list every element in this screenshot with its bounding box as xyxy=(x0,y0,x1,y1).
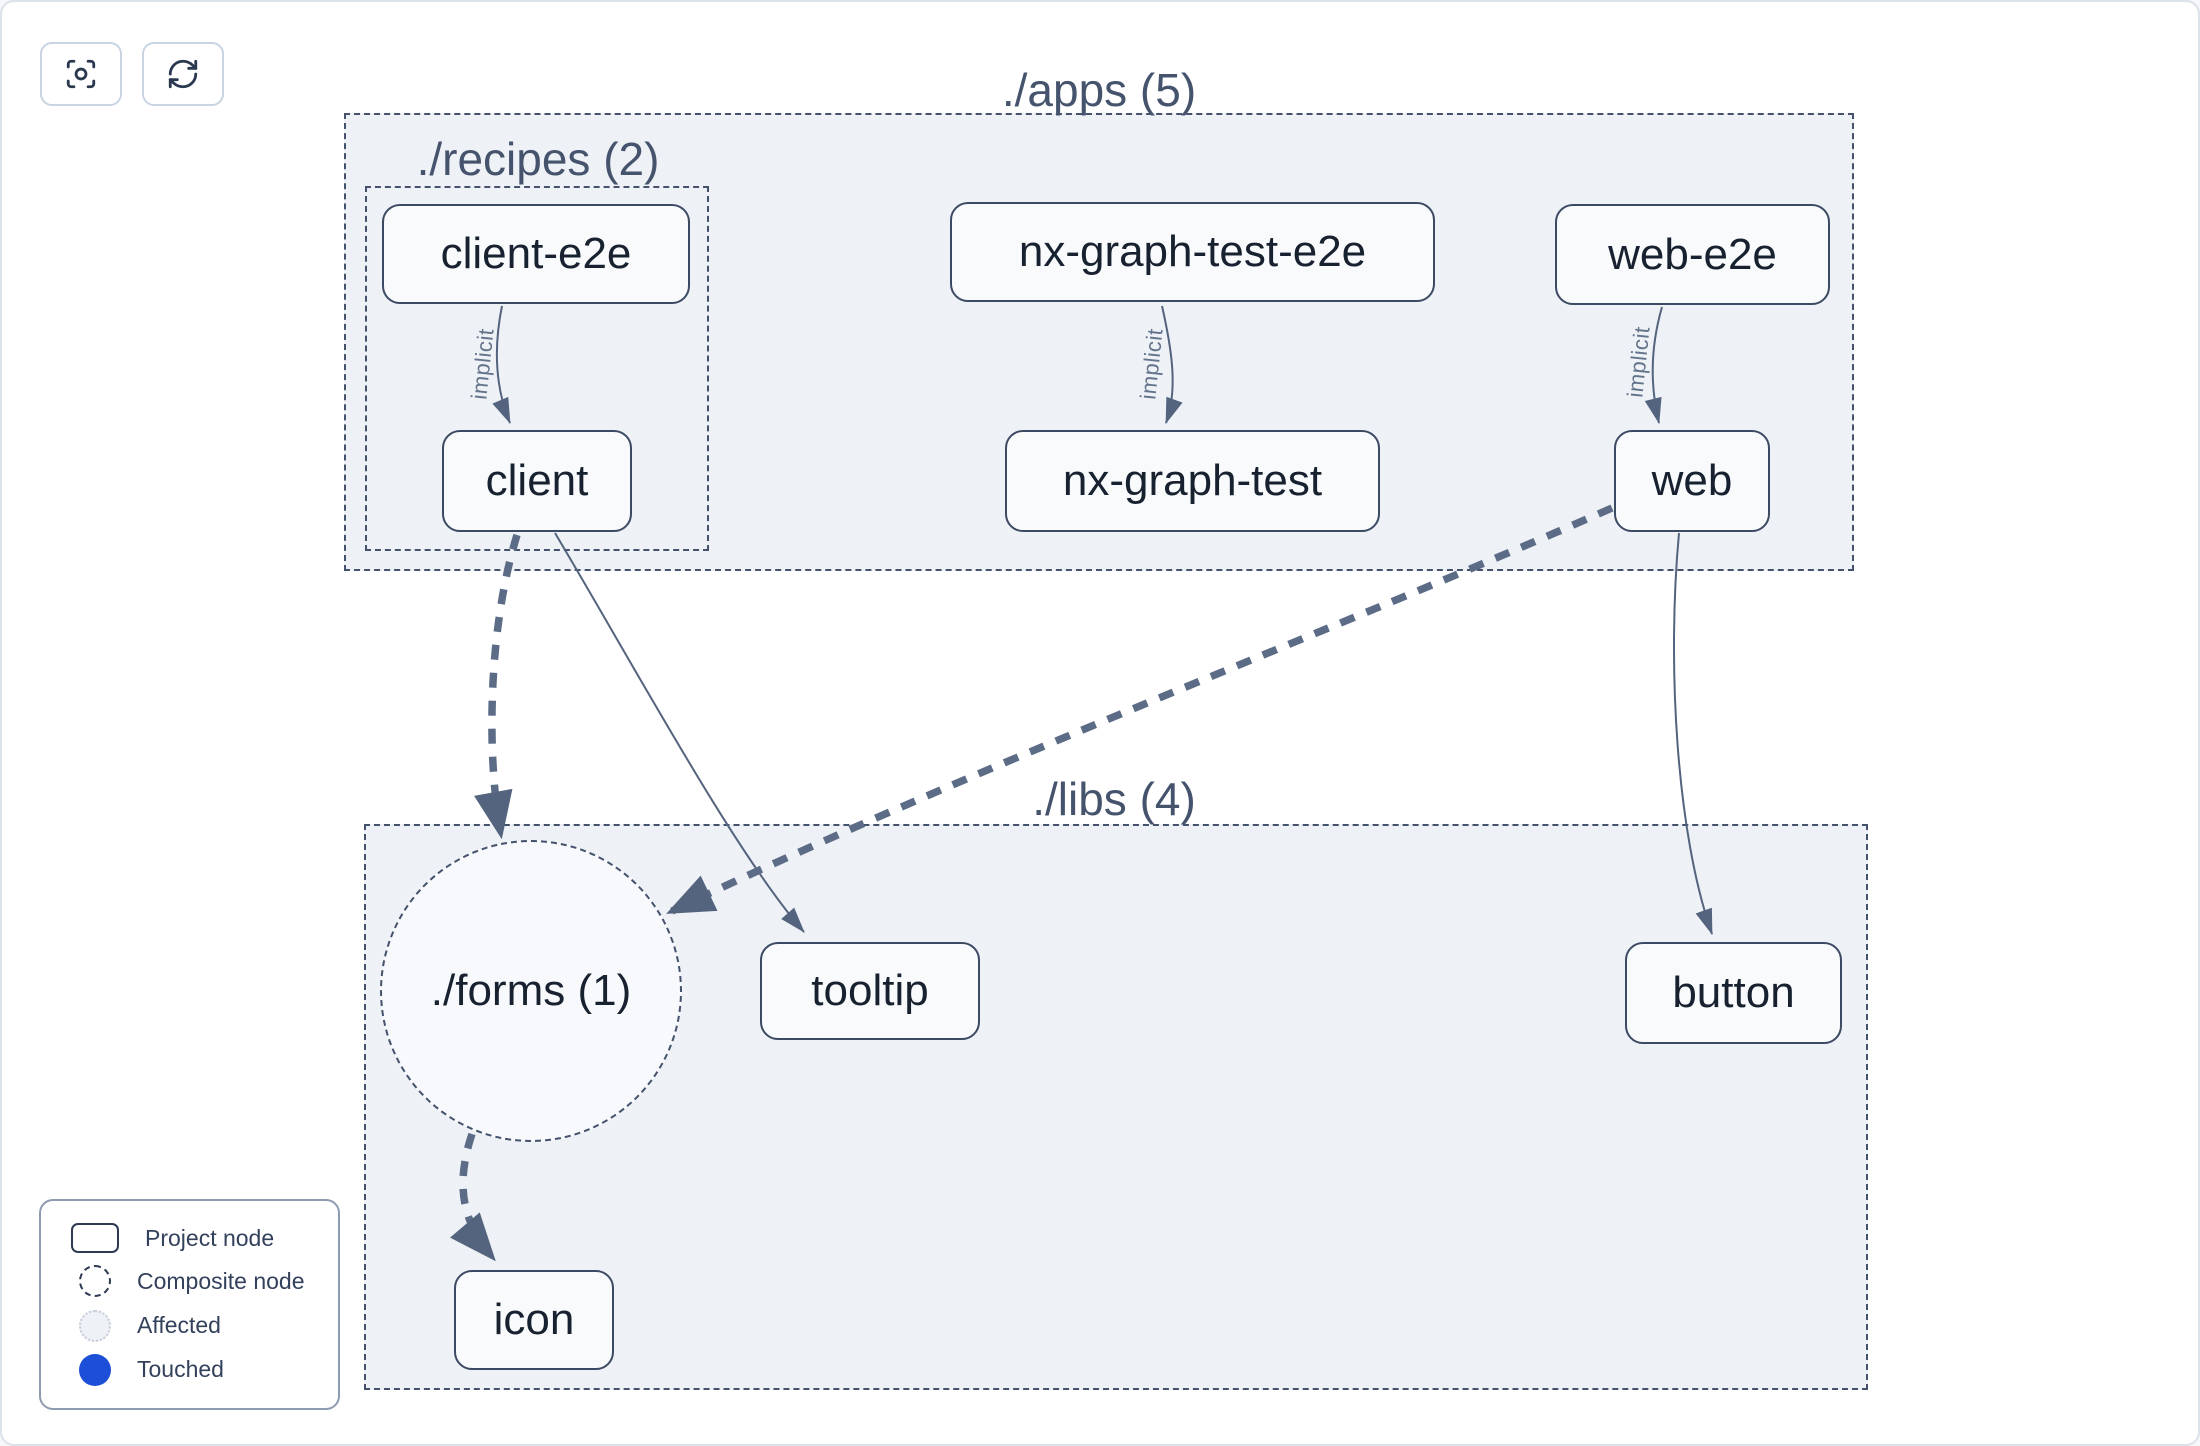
touched-swatch-icon xyxy=(79,1353,111,1386)
project-node-nx-graph-test[interactable]: nx-graph-test xyxy=(1005,430,1380,532)
refresh-button[interactable] xyxy=(142,42,224,106)
legend-item-affected: Affected xyxy=(41,1309,338,1342)
toolbar xyxy=(40,42,224,106)
group-container-recipes xyxy=(365,186,709,551)
composite-node-swatch-icon xyxy=(79,1265,111,1298)
group-label-libs: ./libs (4) xyxy=(1032,773,1196,825)
group-label-apps: ./apps (5) xyxy=(1001,64,1197,116)
edge-client-to-forms xyxy=(474,533,521,840)
legend: Project node Composite node Affected Tou… xyxy=(39,1199,340,1410)
project-node-web-e2e[interactable]: web-e2e xyxy=(1555,204,1830,305)
project-node-client-e2e[interactable]: client-e2e xyxy=(382,204,690,304)
refresh-icon xyxy=(166,57,200,91)
legend-item-project-node: Project node xyxy=(41,1223,338,1254)
project-node-button[interactable]: button xyxy=(1625,942,1842,1044)
affected-swatch-icon xyxy=(79,1309,111,1342)
legend-label: Touched xyxy=(137,1356,224,1383)
legend-label: Affected xyxy=(137,1312,221,1339)
legend-label: Project node xyxy=(145,1224,275,1251)
focus-crosshair-icon xyxy=(64,57,98,91)
legend-item-composite-node: Composite node xyxy=(41,1265,338,1298)
legend-item-touched: Touched xyxy=(41,1353,338,1386)
group-label-recipes: ./recipes (2) xyxy=(416,133,660,185)
legend-label: Composite node xyxy=(137,1267,305,1294)
project-node-swatch-icon xyxy=(71,1223,119,1254)
project-node-client[interactable]: client xyxy=(442,430,632,532)
project-node-nx-graph-test-e2e[interactable]: nx-graph-test-e2e xyxy=(950,202,1435,302)
focus-button[interactable] xyxy=(40,42,122,106)
project-node-web[interactable]: web xyxy=(1614,430,1770,532)
composite-node-forms[interactable]: ./forms (1) xyxy=(380,840,682,1142)
project-node-icon[interactable]: icon xyxy=(454,1270,614,1370)
project-node-tooltip[interactable]: tooltip xyxy=(760,942,980,1040)
